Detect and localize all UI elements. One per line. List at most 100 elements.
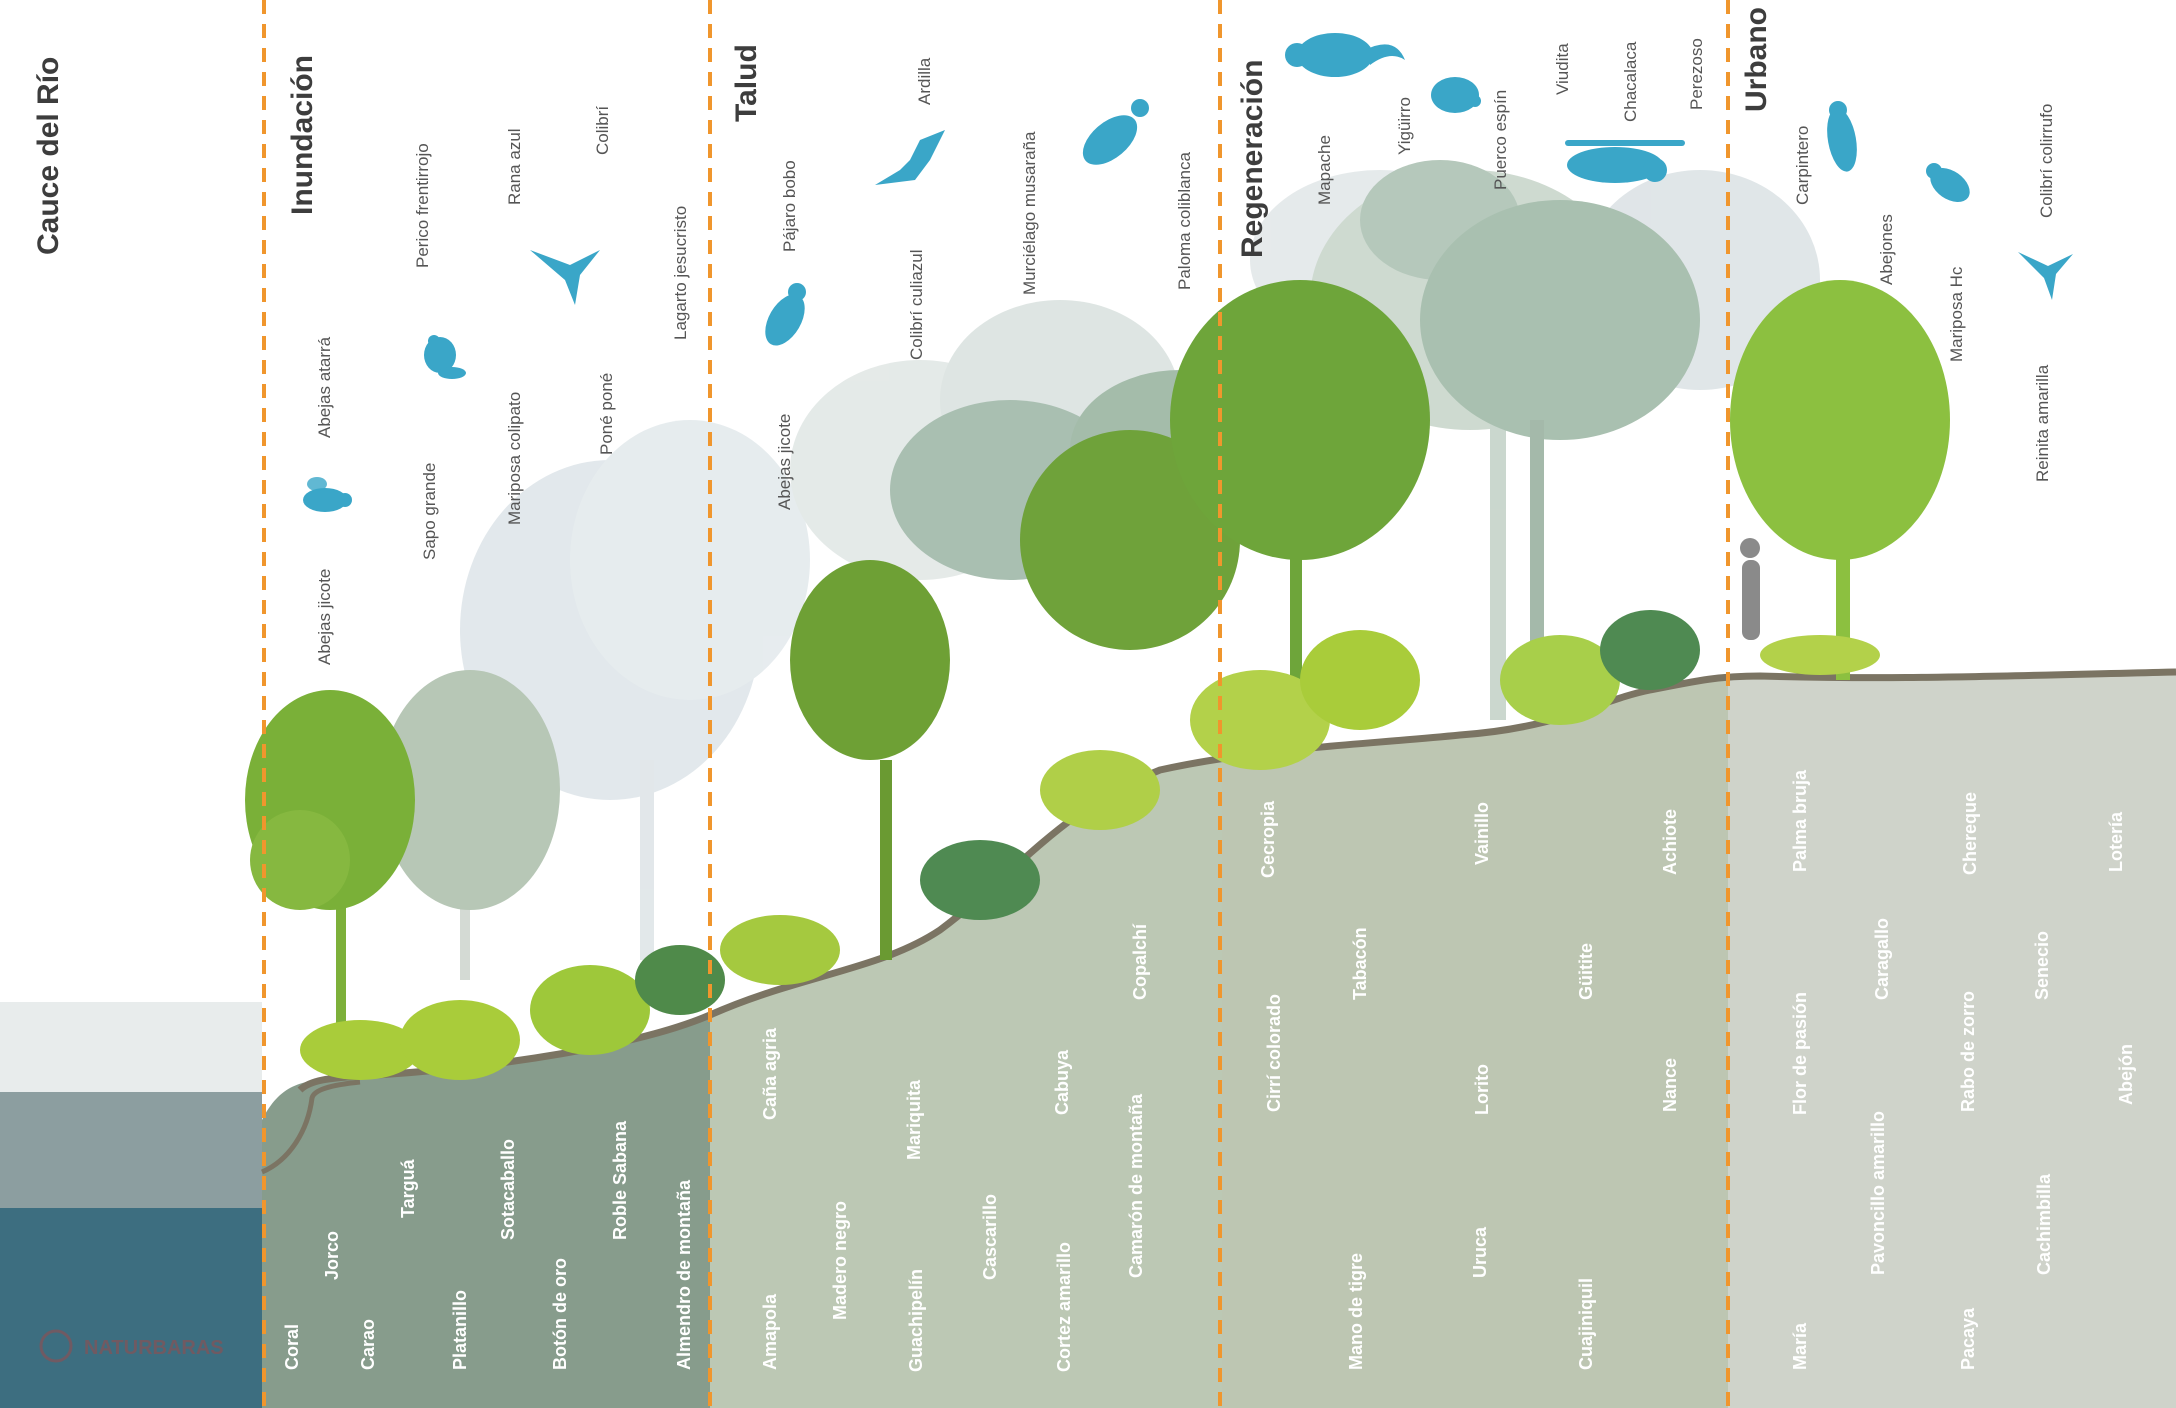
frog-icon [424, 335, 466, 379]
fauna-label: Puerco espín [1491, 90, 1510, 190]
fauna-label: Sapo grande [420, 463, 439, 560]
fauna-label: Viudita [1553, 43, 1572, 95]
shrub [1760, 635, 1880, 675]
shrub [920, 840, 1040, 920]
flora-label: Amapola [760, 1293, 780, 1370]
river-bank [0, 1172, 262, 1208]
fauna-label: Perezoso [1687, 38, 1706, 110]
fauna-label: Yigüirro [1395, 97, 1414, 155]
fauna-label: Paloma coliblanca [1175, 151, 1194, 290]
tree-canopy [250, 810, 350, 910]
mid-tree [1420, 200, 1700, 440]
fauna-label: Rana azul [505, 128, 524, 205]
tree-canopy [1730, 280, 1950, 560]
fauna-label: Abejas atarrá [315, 336, 334, 438]
flora-label: Sotacaballo [498, 1139, 518, 1240]
flora-label: Uruca [1470, 1226, 1490, 1278]
flora-label: Chereque [1960, 792, 1980, 875]
fauna-label: Abejones [1877, 214, 1896, 285]
fauna-label: Reinita amarilla [2033, 364, 2052, 482]
shrub [530, 965, 650, 1055]
fauna-label: Colibrí colirrufo [2037, 104, 2056, 218]
tree-trunk [1290, 540, 1302, 720]
flora-label: Palma bruja [1790, 769, 1810, 872]
flora-label: Camarón de montaña [1126, 1093, 1146, 1278]
logo: NATURBARAS [39, 1329, 224, 1363]
hummingbird-icon [530, 250, 600, 305]
flora-label: Caña agria [760, 1027, 780, 1120]
bird-icon [1926, 163, 1970, 203]
shrub [1500, 635, 1620, 725]
fauna-label: Colibrí culiazul [907, 249, 926, 360]
logo-mark [39, 1329, 73, 1363]
logo-text: NATURBARAS [84, 1337, 224, 1359]
sloth-icon [1565, 140, 1685, 183]
fauna-label: Ardilla [915, 57, 934, 105]
bank-slope [260, 1079, 361, 1175]
fauna-label: Chacalaca [1621, 41, 1640, 122]
shrub [1600, 610, 1700, 690]
flora-label: Mariquita [904, 1079, 924, 1160]
mid-tree [380, 670, 560, 910]
flora-label: Cabuya [1052, 1049, 1072, 1115]
fauna-label: Lagarto jesucristo [671, 206, 690, 340]
fauna-label: Mariposa colipato [505, 392, 524, 525]
hummingbird-icon [2018, 252, 2073, 300]
flora-label: Rabo de zorro [1958, 991, 1978, 1112]
flora-label: Cuajiniquil [1576, 1278, 1596, 1370]
zone-title-inundacion: Inundación [286, 55, 319, 215]
tree-trunk [880, 760, 892, 960]
flora-label: Botón de oro [550, 1258, 570, 1370]
tree-trunk [336, 900, 346, 1070]
mid-trunk [1530, 420, 1544, 670]
shrub [400, 1000, 520, 1080]
shrub [635, 945, 725, 1015]
fauna-label: Mariposa Hc [1947, 266, 1966, 362]
soil-talud [710, 756, 1222, 1408]
zone-titles: Cauce del Río Inundación Talud Regenerac… [32, 7, 1773, 258]
bat-icon [875, 130, 945, 185]
flora-label: Achiote [1660, 809, 1680, 875]
shrub [1190, 670, 1330, 770]
soil-urbano [1728, 672, 2176, 1408]
flora-label: Vainillo [1472, 802, 1492, 865]
flora-label: Guachipelín [906, 1269, 926, 1372]
flora-label: Almendro de montaña [674, 1179, 694, 1370]
coati-icon [1285, 33, 1405, 77]
flora-label: Pavoncillo amarillo [1868, 1111, 1888, 1275]
soil-inundacion [262, 1015, 710, 1408]
zone-dividers [262, 0, 1730, 1408]
flora-label: Lotería [2106, 811, 2126, 872]
bg-trunk [640, 760, 654, 960]
fauna-label: Abejas jicote [775, 414, 794, 510]
fauna-label: Carpintero [1793, 126, 1812, 205]
fauna-label: Colibrí [593, 106, 612, 155]
flora-label: Nance [1660, 1058, 1680, 1112]
flora-label: Güitite [1576, 943, 1596, 1000]
flora-label: Senecio [2032, 931, 2052, 1000]
bg-tree [570, 420, 810, 700]
bird-icon [765, 283, 806, 346]
zone-title-cauce: Cauce del Río [32, 57, 65, 255]
flora-label: Carao [358, 1319, 378, 1370]
flora-label: Mano de tigre [1346, 1253, 1366, 1370]
flora-label: Copalchí [1130, 923, 1150, 1000]
fauna-labels: Abejas jicote Abejas atarrá Sapo grande … [315, 38, 2056, 665]
animal-icons [303, 33, 2073, 512]
flora-label: Jorco [322, 1231, 342, 1280]
flora-label: Caragallo [1872, 918, 1892, 1000]
flora-label: Cascarillo [980, 1194, 1000, 1280]
shrub [720, 915, 840, 985]
flora-label: Flor de pasión [1790, 992, 1810, 1115]
bee-icon [303, 477, 352, 512]
person-silhouette [1742, 560, 1760, 640]
shrub [1300, 630, 1420, 730]
flora-label: Platanillo [450, 1290, 470, 1370]
person-head [1740, 538, 1760, 558]
fauna-label: Murciélago musaraña [1020, 131, 1039, 295]
foreground-vegetation [245, 280, 1950, 1080]
flora-label: Madero negro [830, 1201, 850, 1320]
bg-trunk [1490, 420, 1506, 720]
flora-label: María [1790, 1322, 1810, 1370]
